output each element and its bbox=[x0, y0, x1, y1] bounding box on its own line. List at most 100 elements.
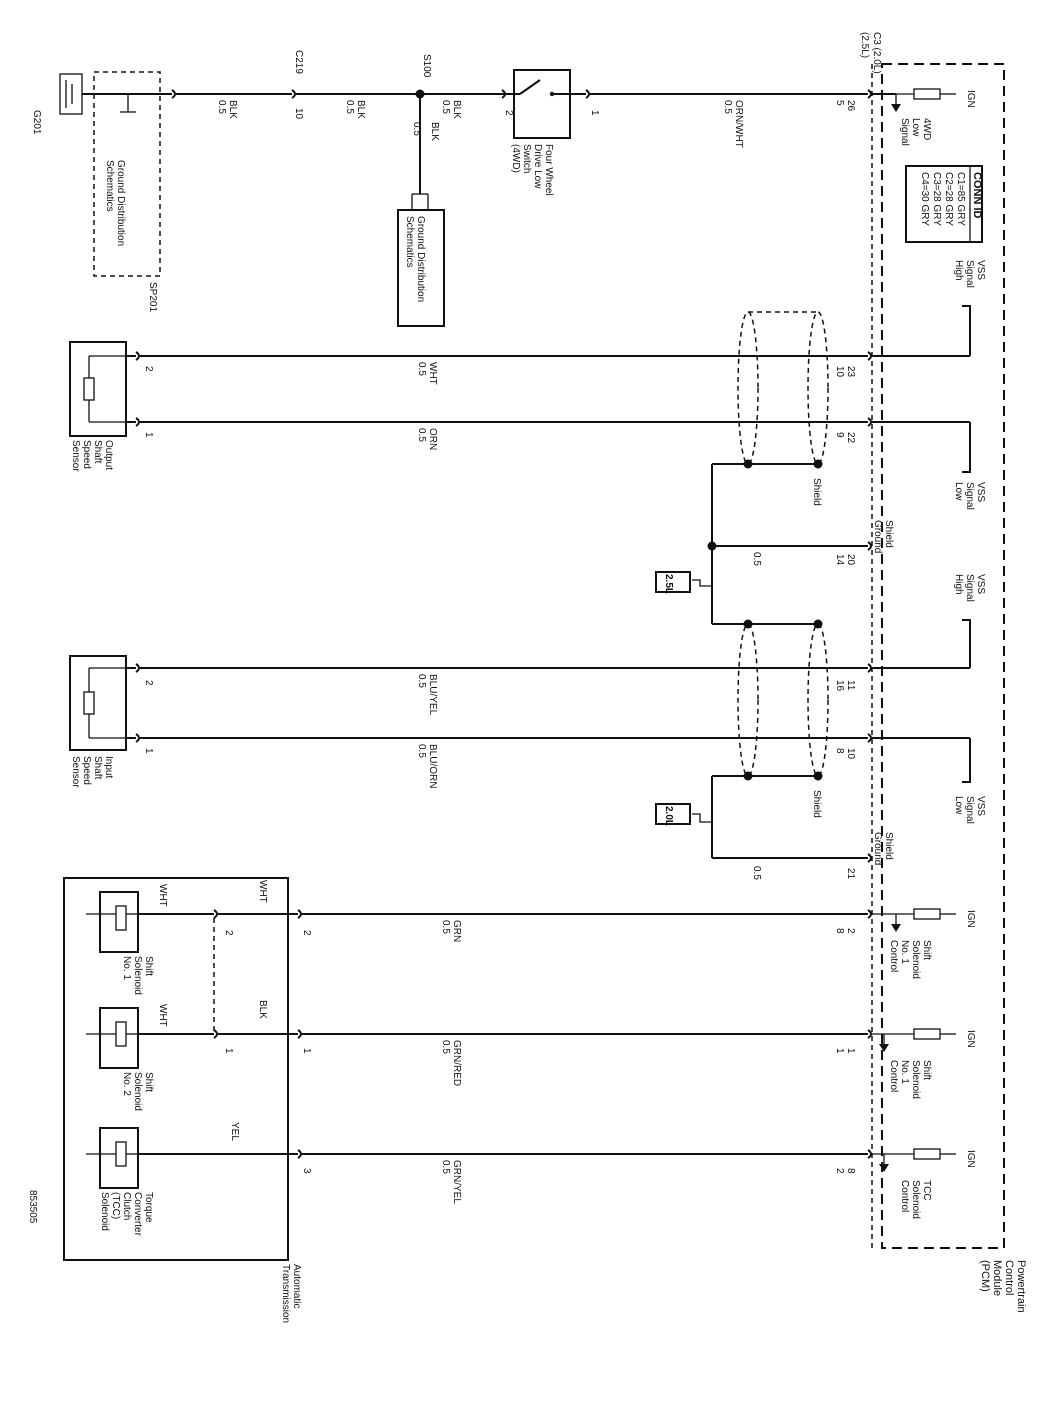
svg-text:Shift: Shift bbox=[143, 1072, 154, 1092]
svg-text:Four Wheel: Four Wheel bbox=[543, 144, 554, 196]
svg-text:High: High bbox=[953, 574, 964, 595]
svg-text:1: 1 bbox=[589, 110, 600, 116]
svg-text:3: 3 bbox=[301, 1168, 312, 1174]
svg-text:WHT: WHT bbox=[157, 1004, 168, 1027]
svg-text:IGN: IGN bbox=[965, 910, 976, 928]
svg-text:8: 8 bbox=[845, 1168, 856, 1174]
svg-text:Signal: Signal bbox=[964, 796, 975, 824]
automatic-transmission-box bbox=[63, 877, 289, 1261]
svg-text:0.5: 0.5 bbox=[416, 428, 427, 442]
conn-id-list: C1=85 GRY C2=28 GRY C3=28 GRY C4=30 GRY bbox=[919, 172, 966, 226]
engine-tag-2-5l bbox=[655, 571, 691, 593]
tcc-solenoid: Torque Converter Clutch (TCC) Solenoid bbox=[86, 1127, 154, 1237]
svg-text:C3 (2.0L): C3 (2.0L) bbox=[871, 32, 882, 74]
svg-text:(TCC): (TCC) bbox=[110, 1192, 121, 1219]
svg-text:Speed: Speed bbox=[81, 440, 92, 469]
svg-text:2: 2 bbox=[845, 928, 856, 934]
figure-id: 853505 bbox=[27, 1190, 38, 1224]
svg-text:0.5: 0.5 bbox=[344, 100, 355, 114]
svg-text:(4WD): (4WD) bbox=[510, 144, 521, 173]
svg-text:GRN/YEL: GRN/YEL bbox=[451, 1160, 462, 1204]
ground-dist-box-s100 bbox=[397, 209, 445, 327]
svg-text:Signal: Signal bbox=[964, 574, 975, 602]
svg-text:16: 16 bbox=[834, 680, 845, 692]
svg-text:1: 1 bbox=[143, 748, 154, 754]
svg-text:High: High bbox=[953, 260, 964, 281]
svg-text:Drive Low: Drive Low bbox=[532, 144, 543, 189]
svg-text:0.5: 0.5 bbox=[751, 552, 762, 566]
svg-text:C4=30 GRY: C4=30 GRY bbox=[919, 172, 930, 226]
svg-text:BLU/YEL: BLU/YEL bbox=[427, 674, 438, 716]
svg-text:9: 9 bbox=[834, 432, 845, 438]
svg-text:Clutch: Clutch bbox=[121, 1192, 132, 1220]
svg-text:ORN/WHT: ORN/WHT bbox=[733, 100, 744, 148]
svg-text:No. 1: No. 1 bbox=[899, 940, 910, 964]
svg-text:Control: Control bbox=[1003, 1260, 1015, 1295]
svg-text:2.5L: 2.5L bbox=[663, 574, 674, 594]
shield-ellipse-output-b bbox=[807, 311, 829, 465]
svg-text:4WD: 4WD bbox=[921, 118, 932, 140]
vss-signal-high-input: VSS Signal High bbox=[953, 574, 986, 602]
svg-text:1: 1 bbox=[223, 1048, 234, 1054]
svg-text:VSS: VSS bbox=[975, 796, 986, 816]
svg-text:IGN: IGN bbox=[965, 90, 976, 108]
automatic-transmission-label: Automatic Transmission bbox=[280, 1264, 302, 1323]
svg-text:Automatic: Automatic bbox=[291, 1264, 302, 1308]
ground-dist-label-left: Ground Distribution Schematics bbox=[104, 160, 126, 246]
svg-text:Torque: Torque bbox=[143, 1192, 154, 1223]
vss-signal-high-output: VSS Signal High bbox=[953, 260, 986, 288]
svg-text:Control: Control bbox=[888, 1060, 899, 1092]
svg-text:CONN ID: CONN ID bbox=[971, 172, 983, 219]
svg-text:WHT: WHT bbox=[157, 884, 168, 907]
svg-text:WHT: WHT bbox=[427, 362, 438, 385]
svg-text:GRN: GRN bbox=[451, 920, 462, 942]
svg-text:Low: Low bbox=[953, 482, 964, 501]
svg-text:0.5: 0.5 bbox=[411, 122, 422, 136]
ground-g201: G201 bbox=[31, 73, 83, 135]
c3-label: C3 (2.0L) (2.5L) bbox=[859, 32, 882, 74]
svg-text:Powertrain: Powertrain bbox=[1015, 1260, 1027, 1313]
svg-text:Low: Low bbox=[910, 118, 921, 137]
svg-text:Ground Distribution: Ground Distribution bbox=[115, 160, 126, 246]
svg-text:10: 10 bbox=[293, 108, 304, 120]
svg-text:Converter: Converter bbox=[132, 1192, 143, 1237]
svg-text:Solenoid: Solenoid bbox=[910, 940, 921, 979]
svg-text:Sensor: Sensor bbox=[70, 440, 81, 472]
svg-text:Shield: Shield bbox=[811, 478, 822, 506]
svg-text:0.5: 0.5 bbox=[440, 1160, 451, 1174]
svg-text:Ground: Ground bbox=[872, 520, 883, 553]
svg-text:Shield: Shield bbox=[883, 520, 894, 548]
svg-text:2: 2 bbox=[143, 366, 154, 372]
svg-text:ORN: ORN bbox=[427, 428, 438, 450]
svg-text:Control: Control bbox=[888, 940, 899, 972]
svg-text:Low: Low bbox=[953, 796, 964, 815]
engine-tag-2-0l bbox=[655, 803, 691, 825]
svg-text:Transmission: Transmission bbox=[280, 1264, 291, 1323]
svg-text:Shaft: Shaft bbox=[92, 440, 103, 464]
svg-text:23: 23 bbox=[845, 366, 856, 378]
svg-text:22: 22 bbox=[845, 432, 856, 444]
svg-text:No. 2: No. 2 bbox=[121, 1072, 132, 1096]
svg-text:Shaft: Shaft bbox=[92, 756, 103, 780]
pcm-tcc-driver: IGN TCC Solenoid Control bbox=[872, 1148, 976, 1219]
conn-id-title: CONN ID bbox=[971, 172, 983, 219]
pcm-shift1-driver: IGN Shift Solenoid No. 1 Control bbox=[872, 908, 976, 979]
svg-text:BLK: BLK bbox=[451, 100, 462, 119]
svg-text:G201: G201 bbox=[31, 110, 42, 135]
svg-text:Solenoid: Solenoid bbox=[910, 1060, 921, 1099]
svg-text:5: 5 bbox=[834, 100, 845, 106]
svg-text:Output: Output bbox=[103, 440, 114, 470]
svg-text:2.0L: 2.0L bbox=[663, 806, 674, 826]
svg-text:2: 2 bbox=[143, 680, 154, 686]
svg-text:8: 8 bbox=[834, 928, 845, 934]
svg-text:11: 11 bbox=[845, 680, 856, 691]
svg-text:No. 1: No. 1 bbox=[899, 1060, 910, 1084]
svg-text:1: 1 bbox=[845, 1048, 856, 1054]
svg-text:GRN/RED: GRN/RED bbox=[451, 1040, 462, 1086]
svg-text:26: 26 bbox=[845, 100, 856, 112]
svg-text:2: 2 bbox=[301, 930, 312, 936]
svg-text:C1=85 GRY: C1=85 GRY bbox=[955, 172, 966, 226]
svg-text:Solenoid: Solenoid bbox=[910, 1180, 921, 1219]
